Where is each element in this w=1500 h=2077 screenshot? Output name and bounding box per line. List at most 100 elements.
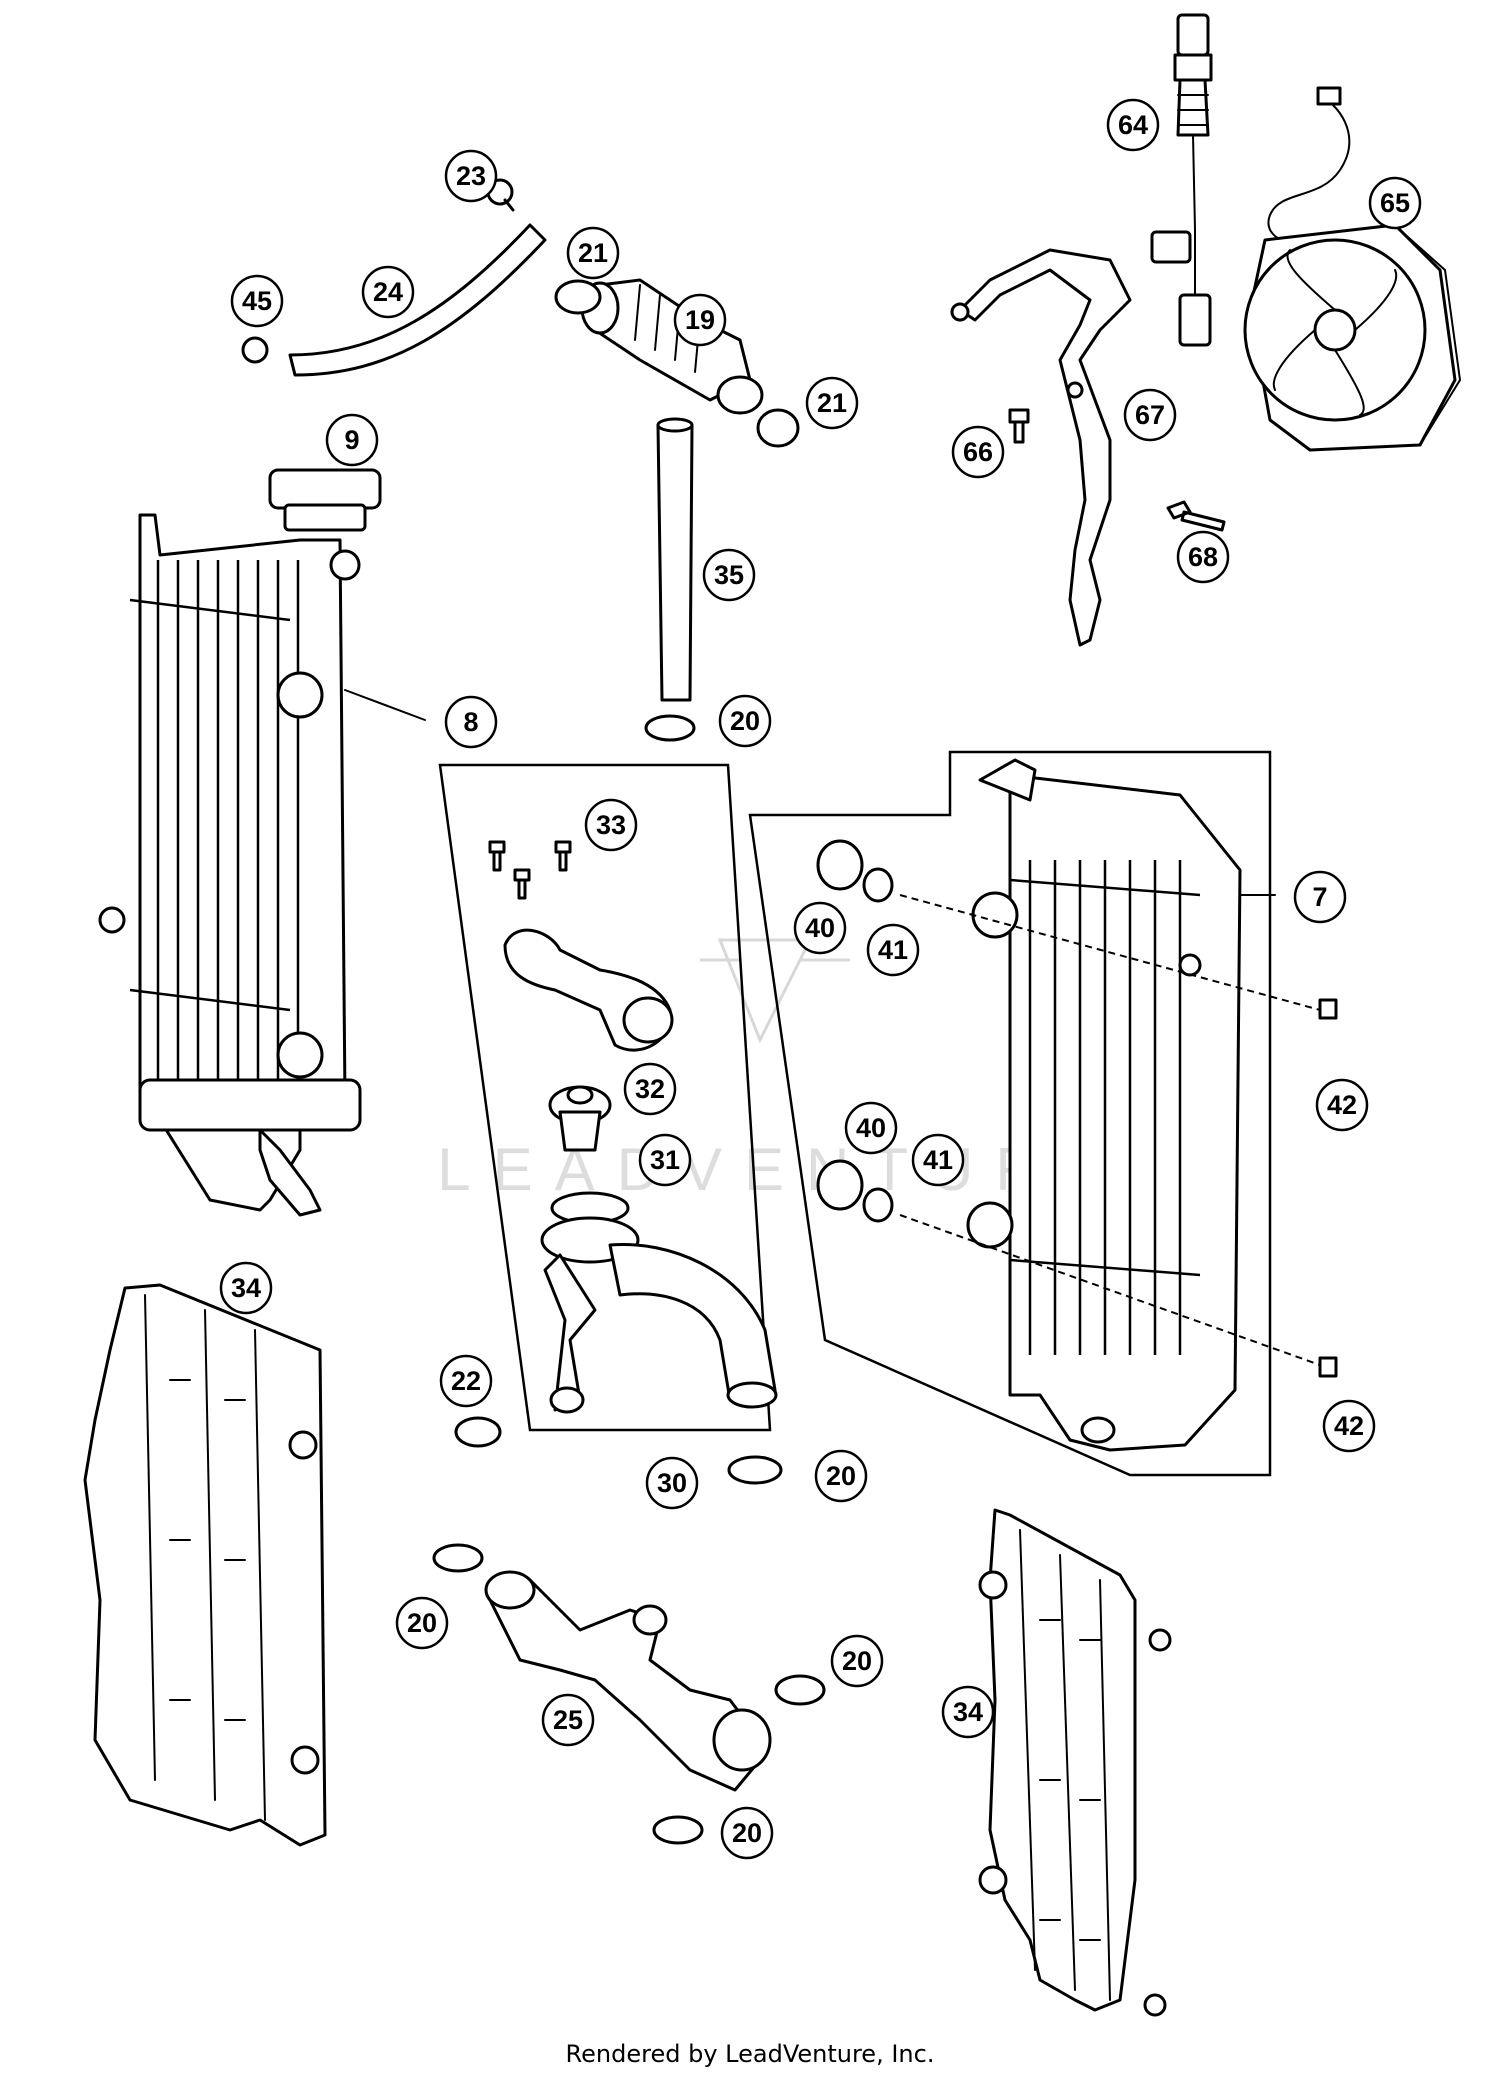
svg-text:66: 66 — [963, 437, 993, 467]
callout-64: 64 — [1106, 98, 1160, 152]
callout-7: 7 — [1293, 870, 1347, 924]
screw-68 — [1166, 500, 1226, 532]
cooling-fan — [1243, 86, 1462, 452]
callout-40: 40 — [844, 1101, 898, 1155]
svg-text:33: 33 — [596, 810, 626, 840]
thermostat-group-box — [438, 763, 772, 1432]
svg-text:20: 20 — [732, 1818, 762, 1848]
svg-text:41: 41 — [923, 1145, 953, 1175]
svg-text:20: 20 — [842, 1646, 872, 1676]
svg-text:25: 25 — [553, 1705, 583, 1735]
svg-text:19: 19 — [685, 305, 715, 335]
hose-clamp-20a — [644, 714, 696, 742]
screws-33 — [488, 840, 572, 900]
lower-radiator-hose — [484, 1570, 772, 1792]
svg-text:40: 40 — [805, 913, 835, 943]
t-connector — [580, 278, 764, 415]
svg-text:68: 68 — [1188, 542, 1218, 572]
callout-41: 41 — [866, 923, 920, 977]
callout-34: 34 — [941, 1685, 995, 1739]
callout-20: 20 — [814, 1449, 868, 1503]
callout-20: 20 — [395, 1596, 449, 1650]
svg-text:31: 31 — [650, 1145, 680, 1175]
svg-text:42: 42 — [1327, 1090, 1357, 1120]
washer-41a — [862, 867, 894, 903]
callout-41: 41 — [911, 1133, 965, 1187]
svg-text:LEADVENTURE: LEADVENTURE — [437, 1136, 1122, 1203]
svg-text:21: 21 — [578, 238, 608, 268]
right-radiator — [966, 758, 1276, 1452]
fan-bracket — [958, 248, 1132, 647]
svg-text:32: 32 — [635, 1074, 665, 1104]
svg-text:34: 34 — [953, 1697, 983, 1727]
hose-clamp-20b — [727, 1455, 783, 1485]
callout-31: 31 — [638, 1133, 692, 1187]
callout-22: 22 — [439, 1354, 493, 1408]
callout-9: 9 — [325, 413, 379, 467]
svg-text:30: 30 — [657, 1468, 687, 1498]
callout-23: 23 — [444, 149, 498, 203]
bolt-42b — [1318, 1356, 1338, 1378]
svg-text:42: 42 — [1334, 1411, 1364, 1441]
callout-42: 42 — [1322, 1399, 1376, 1453]
callout-24: 24 — [361, 265, 415, 319]
callout-20: 20 — [830, 1634, 884, 1688]
right-radiator-group-box — [748, 750, 1272, 1477]
left-radiator-shroud — [83, 1283, 327, 1847]
callout-66: 66 — [951, 425, 1005, 479]
callout-30: 30 — [645, 1456, 699, 1510]
callout-32: 32 — [623, 1062, 677, 1116]
svg-text:67: 67 — [1135, 400, 1165, 430]
callout-25: 25 — [541, 1693, 595, 1747]
hose-clamp-22 — [454, 1416, 502, 1448]
callout-45: 45 — [230, 274, 284, 328]
hose-clamp-21a — [554, 279, 602, 315]
thermostat-housing — [540, 1216, 778, 1414]
svg-text:20: 20 — [407, 1608, 437, 1638]
hose-clamp-45 — [241, 336, 269, 364]
hose-clamp-20c — [432, 1543, 484, 1573]
callout-65: 65 — [1368, 176, 1422, 230]
svg-text:24: 24 — [373, 277, 403, 307]
callout-20: 20 — [718, 694, 772, 748]
screw-66 — [1008, 408, 1030, 444]
grommet-40b — [816, 1159, 864, 1211]
right-radiator-shroud — [978, 1508, 1172, 2017]
svg-text:41: 41 — [878, 935, 908, 965]
callout-33: 33 — [584, 798, 638, 852]
svg-text:9: 9 — [344, 425, 359, 455]
svg-text:40: 40 — [856, 1113, 886, 1143]
left-radiator — [98, 513, 426, 1217]
svg-text:23: 23 — [456, 161, 486, 191]
hose-clamp-20d — [774, 1674, 826, 1706]
temperature-switch — [1150, 13, 1213, 347]
callout-68: 68 — [1176, 530, 1230, 584]
callout-20: 20 — [720, 1806, 774, 1860]
callout-19: 19 — [673, 293, 727, 347]
callout-42: 42 — [1315, 1078, 1369, 1132]
hose-clamp-21b — [756, 408, 800, 448]
svg-text:22: 22 — [451, 1366, 481, 1396]
callout-34: 34 — [219, 1261, 273, 1315]
washer-41b — [862, 1187, 894, 1223]
svg-text:20: 20 — [730, 706, 760, 736]
thermostat — [548, 1085, 612, 1152]
callout-21: 21 — [805, 376, 859, 430]
leadventure-watermark: LEADVENTURE — [437, 938, 1122, 1203]
svg-text:35: 35 — [714, 560, 744, 590]
breather-hose — [288, 223, 547, 377]
callout-35: 35 — [702, 548, 756, 602]
svg-text:65: 65 — [1380, 188, 1410, 218]
hose-clamp-20e — [652, 1815, 704, 1845]
callout-21: 21 — [566, 226, 620, 280]
callout-67: 67 — [1123, 388, 1177, 442]
radiator-cap — [268, 468, 382, 581]
bypass-pipe — [656, 423, 694, 702]
callout-8: 8 — [444, 695, 498, 749]
svg-text:8: 8 — [463, 707, 478, 737]
bolt-42a — [1318, 998, 1338, 1020]
svg-text:7: 7 — [1312, 882, 1327, 912]
callout-40: 40 — [793, 901, 847, 955]
svg-text:64: 64 — [1118, 110, 1148, 140]
